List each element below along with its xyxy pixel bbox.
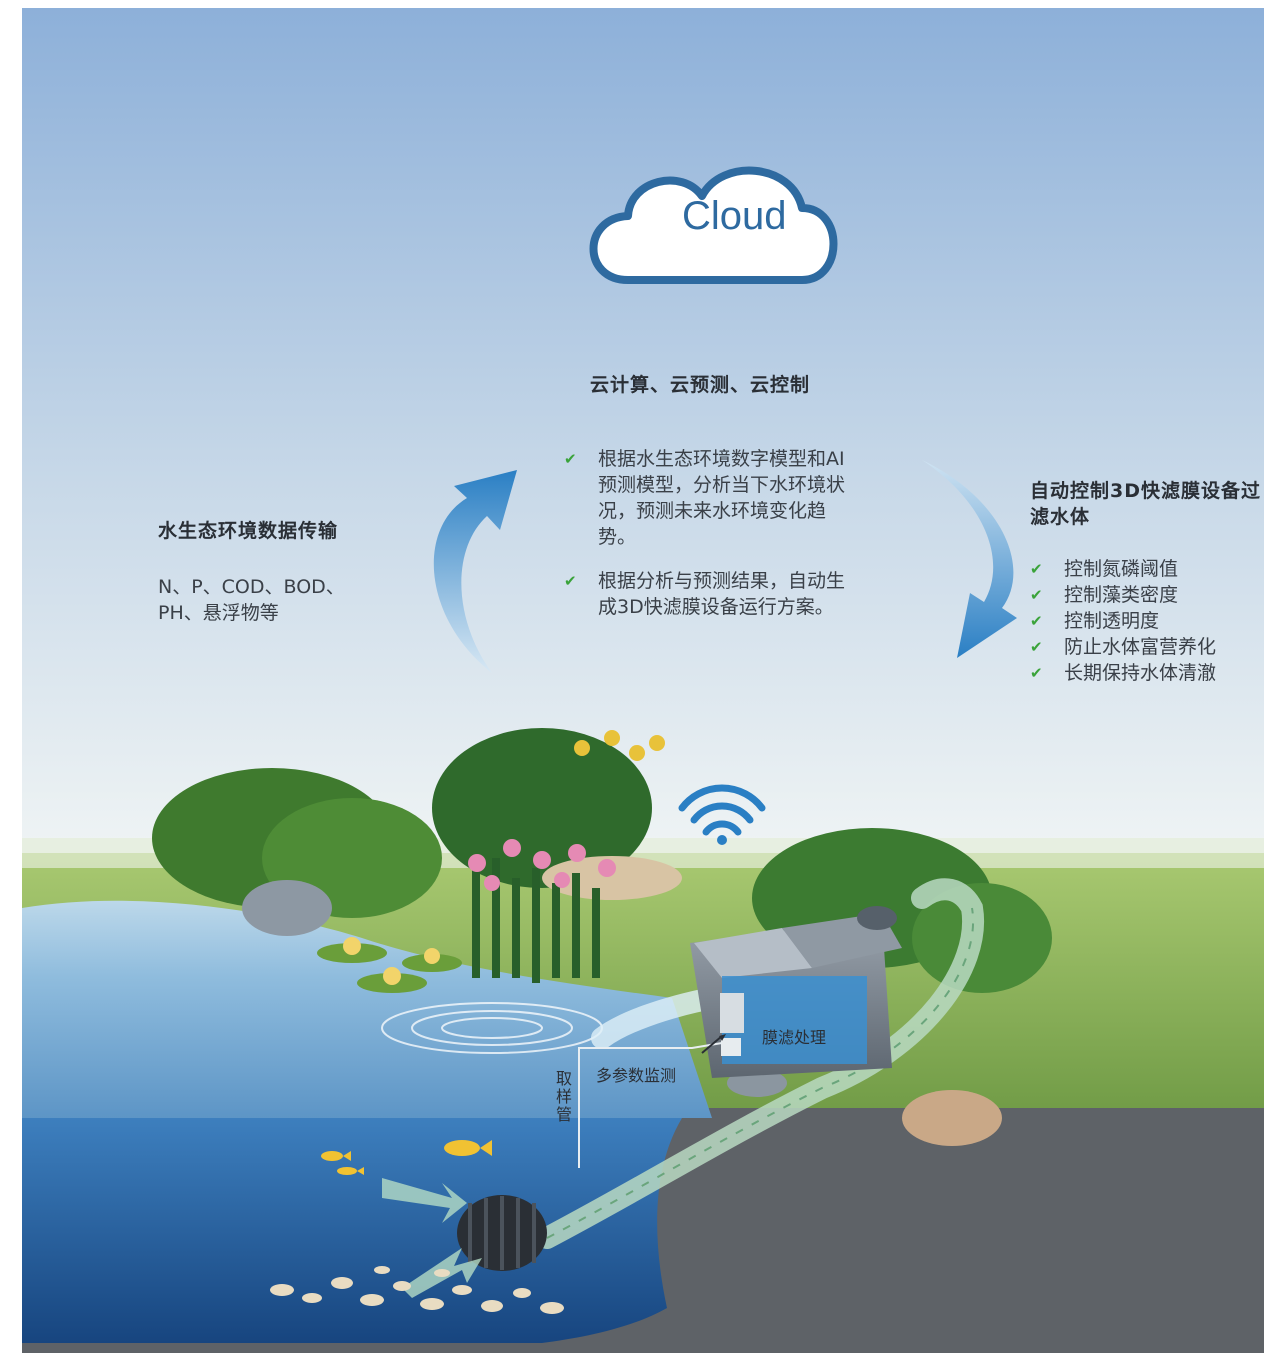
pump — [457, 1195, 547, 1271]
fish — [321, 1140, 492, 1175]
list-item: ✔ 长期保持水体清澈 — [1026, 660, 1262, 686]
pink-flowers — [468, 839, 616, 891]
right-point-text: 控制透明度 — [1064, 610, 1160, 632]
left-body: N、P、COD、BOD、PH、悬浮物等 — [158, 576, 345, 624]
left-cycle-arrow — [433, 470, 517, 673]
cloud-heading: 云计算、云预测、云控制 — [590, 374, 811, 396]
monitor-label: 多参数监测 — [596, 1066, 677, 1085]
outflow-stream — [591, 987, 723, 1049]
scene-illustration — [22, 8, 1264, 1353]
wifi-icon — [678, 784, 766, 845]
cloud-label: Cloud — [682, 194, 787, 238]
cloud-icon — [589, 166, 838, 284]
check-icon: ✔ — [1030, 638, 1043, 656]
filter-label: 膜滤处理 — [762, 1028, 827, 1047]
bush-center — [432, 728, 652, 888]
check-icon: ✔ — [1030, 560, 1043, 578]
left-heading: 水生态环境数据传输 — [158, 520, 339, 542]
list-item: ✔ 根据分析与预测结果，自动生成3D快滤膜设备运行方案。 — [560, 568, 860, 620]
right-point-text: 控制氮磷阈值 — [1064, 558, 1179, 580]
diagram-scene: Cloud 云计算、云预测、云控制 ✔ 根据水生态环境数字模型和AI预测模型，分… — [22, 8, 1264, 1353]
cloud-point-text: 根据分析与预测结果，自动生成3D快滤膜设备运行方案。 — [598, 570, 846, 618]
pond-surface — [22, 900, 712, 1118]
right-point-text: 控制藻类密度 — [1064, 584, 1179, 606]
sampling-tube — [578, 1042, 723, 1168]
reeds — [472, 858, 600, 983]
right-heading: 自动控制3D快滤膜设备过滤水体 — [1030, 480, 1261, 528]
list-item: ✔ 防止水体富营养化 — [1026, 634, 1262, 660]
check-icon: ✔ — [1030, 586, 1043, 604]
list-item: ✔ 控制藻类密度 — [1026, 582, 1262, 608]
filter-device — [690, 906, 902, 1078]
right-point-text: 长期保持水体清澈 — [1064, 662, 1217, 684]
cloud-points: ✔ 根据水生态环境数字模型和AI预测模型，分析当下水环境状况，预测未来水环境变化… — [560, 446, 860, 620]
right-points: ✔ 控制氮磷阈值 ✔ 控制藻类密度 ✔ 控制透明度 ✔ 防止水体富营养化 ✔ 长期保持水体… — [1026, 556, 1262, 686]
list-item: ✔ 控制氮磷阈值 — [1026, 556, 1262, 582]
water-lilies — [317, 937, 462, 993]
check-icon: ✔ — [1030, 664, 1043, 682]
right-cycle-arrow — [922, 460, 1017, 658]
sampling-label: 取样管 — [553, 1070, 572, 1124]
list-item: ✔ 控制透明度 — [1026, 608, 1262, 634]
cloud-point-text: 根据水生态环境数字模型和AI预测模型，分析当下水环境状况，预测未来水环境变化趋势… — [598, 448, 846, 548]
check-icon: ✔ — [564, 572, 577, 590]
yellow-flowers — [574, 730, 665, 761]
right-point-text: 防止水体富营养化 — [1064, 636, 1217, 658]
check-icon: ✔ — [564, 450, 577, 468]
rock-left — [242, 880, 332, 936]
pebbles — [270, 1266, 564, 1314]
deep-water — [22, 1118, 682, 1343]
flow-arrow-1 — [382, 1178, 467, 1223]
rock-right — [902, 1090, 1002, 1146]
check-icon: ✔ — [1030, 612, 1043, 630]
monitor-pointer — [701, 1035, 723, 1054]
list-item: ✔ 根据水生态环境数字模型和AI预测模型，分析当下水环境状况，预测未来水环境变化… — [560, 446, 860, 550]
